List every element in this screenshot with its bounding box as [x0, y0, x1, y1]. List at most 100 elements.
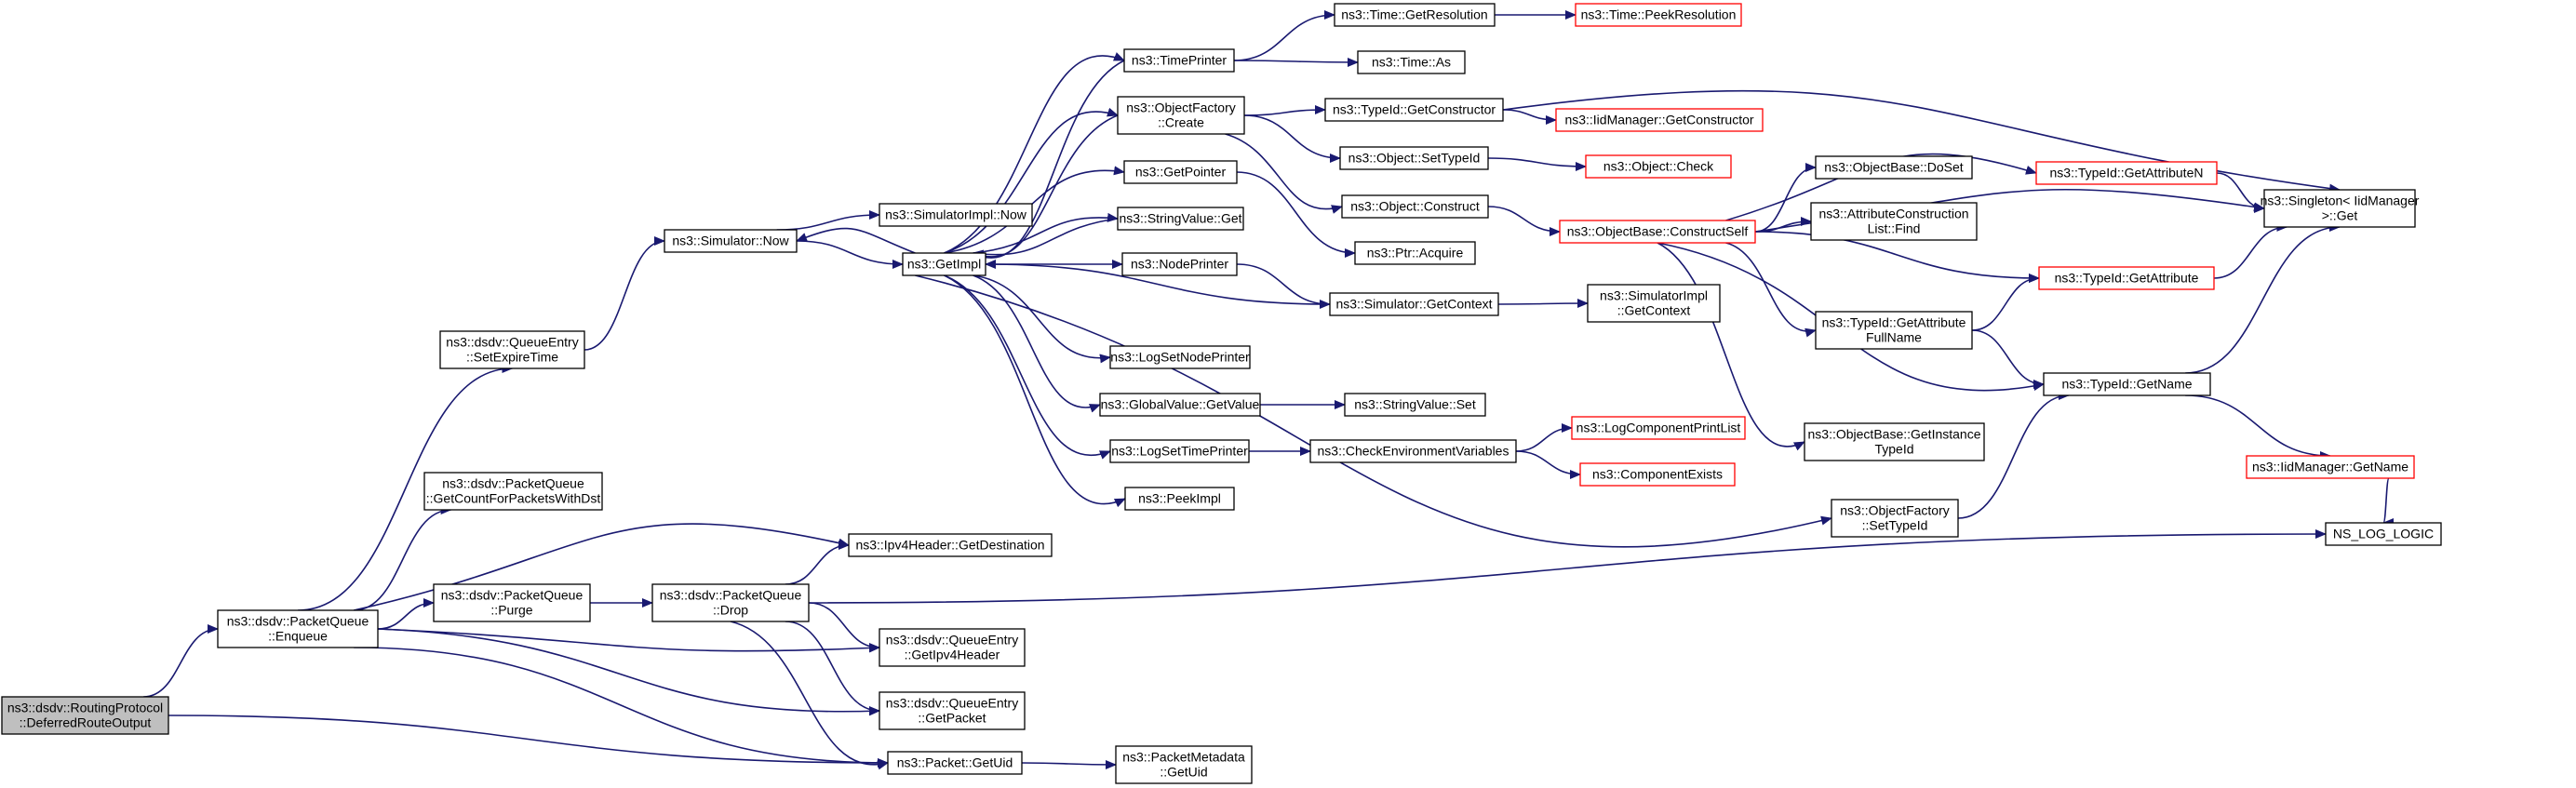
node-getimpl[interactable]: ns3::GetImpl	[902, 252, 986, 276]
edge-timeprinter-to-timeas	[1233, 57, 1359, 67]
node-objconstruct[interactable]: ns3::Object::Construct	[1341, 194, 1489, 219]
node-label-line: ::DeferredRouteOutput	[20, 715, 152, 730]
node-box	[1555, 108, 1764, 132]
node-drop[interactable]: ns3::dsdv::PacketQueue::Drop	[651, 583, 810, 622]
node-label-line: ns3::TypeId::GetAttributeN	[2050, 166, 2204, 180]
node-label-line: ns3::dsdv::PacketQueue	[227, 614, 369, 629]
node-label-line: ns3::Packet::GetUid	[897, 755, 1013, 770]
node-pmgetuid[interactable]: ns3::PacketMetadata::GetUid	[1115, 745, 1253, 784]
node-objbasedoset[interactable]: ns3::ObjectBase::DoSet	[1815, 155, 1973, 180]
node-simimplnow[interactable]: ns3::SimulatorImpl::Now	[879, 203, 1033, 227]
node-label-line: ns3::NodePrinter	[1131, 257, 1228, 272]
node-objsettype[interactable]: ns3::Object::SetTypeId	[1339, 146, 1489, 170]
node-box	[1575, 3, 1742, 27]
node-constructself[interactable]: ns3::ObjectBase::ConstructSelf	[1559, 220, 1756, 244]
node-box	[1831, 499, 1959, 538]
node-strvalset[interactable]: ns3::StringValue::Set	[1344, 393, 1486, 417]
node-box	[1559, 220, 1756, 244]
node-tidgetctor[interactable]: ns3::TypeId::GetConstructor	[1324, 98, 1504, 122]
edge-getimpl-to-logsettime	[944, 274, 1111, 460]
node-box	[2325, 522, 2442, 546]
node-objfactcreate[interactable]: ns3::ObjectFactory::Create	[1117, 96, 1245, 135]
node-root[interactable]: ns3::dsdv::RoutingProtocol::DeferredRout…	[1, 696, 169, 735]
node-nodeprinter[interactable]: ns3::NodePrinter	[1121, 252, 1238, 276]
node-logsettime[interactable]: ns3::LogSetTimePrinter	[1109, 439, 1250, 463]
node-peekimpl[interactable]: ns3::PeekImpl	[1124, 487, 1235, 511]
node-label-line: ns3::ObjectBase::DoSet	[1824, 160, 1964, 175]
node-getcount[interactable]: ns3::dsdv::PacketQueue::GetCountForPacke…	[423, 472, 603, 511]
node-box	[879, 691, 1026, 730]
node-box	[1117, 96, 1245, 135]
node-getipv4[interactable]: ns3::dsdv::QueueEntry::GetIpv4Header	[879, 628, 1026, 667]
node-ptracquire[interactable]: ns3::Ptr::Acquire	[1354, 241, 1476, 265]
node-objfactsettype[interactable]: ns3::ObjectFactory::SetTypeId	[1831, 499, 1959, 538]
node-label-line: ns3::GlobalValue::GetValue	[1101, 397, 1260, 412]
node-simnow[interactable]: ns3::Simulator::Now	[664, 229, 798, 253]
node-getpointer[interactable]: ns3::GetPointer	[1123, 160, 1238, 184]
node-box	[1, 696, 169, 735]
edge-tidgetname-to-singleton	[2185, 222, 2341, 374]
node-tidgetname[interactable]: ns3::TypeId::GetName	[2043, 372, 2211, 396]
node-objcheck[interactable]: ns3::Object::Check	[1585, 154, 1732, 179]
node-simimplctx[interactable]: ns3::SimulatorImpl::GetContext	[1587, 284, 1721, 323]
node-globalval[interactable]: ns3::GlobalValue::GetValue	[1099, 393, 1261, 417]
node-getuid[interactable]: ns3::Packet::GetUid	[887, 751, 1023, 775]
node-label-line: ns3::TypeId::GetConstructor	[1333, 102, 1496, 117]
node-label-line: ::Enqueue	[268, 629, 328, 644]
node-box	[2043, 372, 2211, 396]
node-enqueue[interactable]: ns3::dsdv::PacketQueue::Enqueue	[217, 609, 379, 648]
node-label-line: ::GetUid	[1160, 765, 1207, 780]
node-box	[1115, 745, 1253, 784]
edge-objfactcreate-to-objconstruct	[1225, 133, 1343, 214]
node-peekres[interactable]: ns3::Time::PeekResolution	[1575, 3, 1742, 27]
node-timeprinter[interactable]: ns3::TimePrinter	[1123, 48, 1235, 73]
node-logsetnode[interactable]: ns3::LogSetNodePrinter	[1109, 345, 1251, 369]
node-setexpire[interactable]: ns3::dsdv::QueueEntry::SetExpireTime	[439, 330, 585, 369]
edge-tidgetname-to-iidgetname	[2185, 394, 2331, 461]
edge-getimpl-to-strvalget	[973, 212, 1119, 254]
node-getdest[interactable]: ns3::Ipv4Header::GetDestination	[848, 533, 1053, 557]
edge-getimpl-to-objfactsettype	[915, 274, 1832, 548]
node-compexists[interactable]: ns3::ComponentExists	[1579, 462, 1736, 487]
node-purge[interactable]: ns3::dsdv::PacketQueue::Purge	[433, 583, 591, 622]
node-tidgetattrn[interactable]: ns3::TypeId::GetAttributeN	[2035, 161, 2218, 185]
node-nslog[interactable]: NS_LOG_LOGIC	[2325, 522, 2442, 546]
node-simgetctx[interactable]: ns3::Simulator::GetContext	[1329, 292, 1499, 316]
node-label-line: ns3::dsdv::PacketQueue	[660, 588, 802, 603]
node-box	[651, 583, 810, 622]
node-singleton[interactable]: ns3::Singleton< IidManager>::Get	[2261, 189, 2420, 228]
node-getpacket[interactable]: ns3::dsdv::QueueEntry::GetPacket	[879, 691, 1026, 730]
node-label-line: ns3::dsdv::PacketQueue	[442, 476, 584, 491]
edge-enqueue-to-purge	[377, 598, 435, 630]
edge-tidgetattr-to-singleton	[2213, 222, 2288, 279]
node-box	[1579, 462, 1736, 487]
node-checkenv[interactable]: ns3::CheckEnvironmentVariables	[1309, 439, 1517, 463]
node-label-line: ns3::LogSetNodePrinter	[1110, 350, 1250, 365]
node-timeas[interactable]: ns3::Time::As	[1357, 50, 1466, 74]
node-iidgetctor[interactable]: ns3::IidManager::GetConstructor	[1555, 108, 1764, 132]
node-label-line: ns3::dsdv::RoutingProtocol	[7, 701, 163, 715]
node-getres[interactable]: ns3::Time::GetResolution	[1334, 3, 1496, 27]
edge-getimpl-to-simnow	[796, 227, 916, 254]
node-strvalget[interactable]: ns3::StringValue::Get	[1117, 207, 1244, 231]
edge-strvalget-to-getimpl	[972, 218, 1119, 260]
node-tidgetattr[interactable]: ns3::TypeId::GetAttribute	[2038, 266, 2215, 290]
node-box	[2035, 161, 2218, 185]
node-label-line: ns3::ObjectBase::GetInstance	[1808, 427, 1981, 442]
edge-root-to-enqueue	[143, 624, 219, 698]
edge-enqueue-to-getpacket	[377, 628, 880, 716]
node-label-line: ns3::ComponentExists	[1592, 467, 1723, 482]
edge-simnow-to-simimplnow	[776, 210, 880, 231]
node-logcomplist[interactable]: ns3::LogComponentPrintList	[1571, 416, 1746, 440]
node-box	[2038, 266, 2215, 290]
edge-simgetctx-to-simimplctx	[1497, 299, 1589, 309]
node-box	[1109, 439, 1250, 463]
node-label-line: ns3::dsdv::QueueEntry	[446, 335, 578, 350]
node-label-line: ns3::ObjectBase::ConstructSelf	[1567, 224, 1749, 239]
node-label-line: ns3::Time::GetResolution	[1341, 7, 1487, 22]
node-iidgetname[interactable]: ns3::IidManager::GetName	[2246, 455, 2415, 479]
node-label-line: ns3::LogSetTimePrinter	[1111, 444, 1248, 459]
